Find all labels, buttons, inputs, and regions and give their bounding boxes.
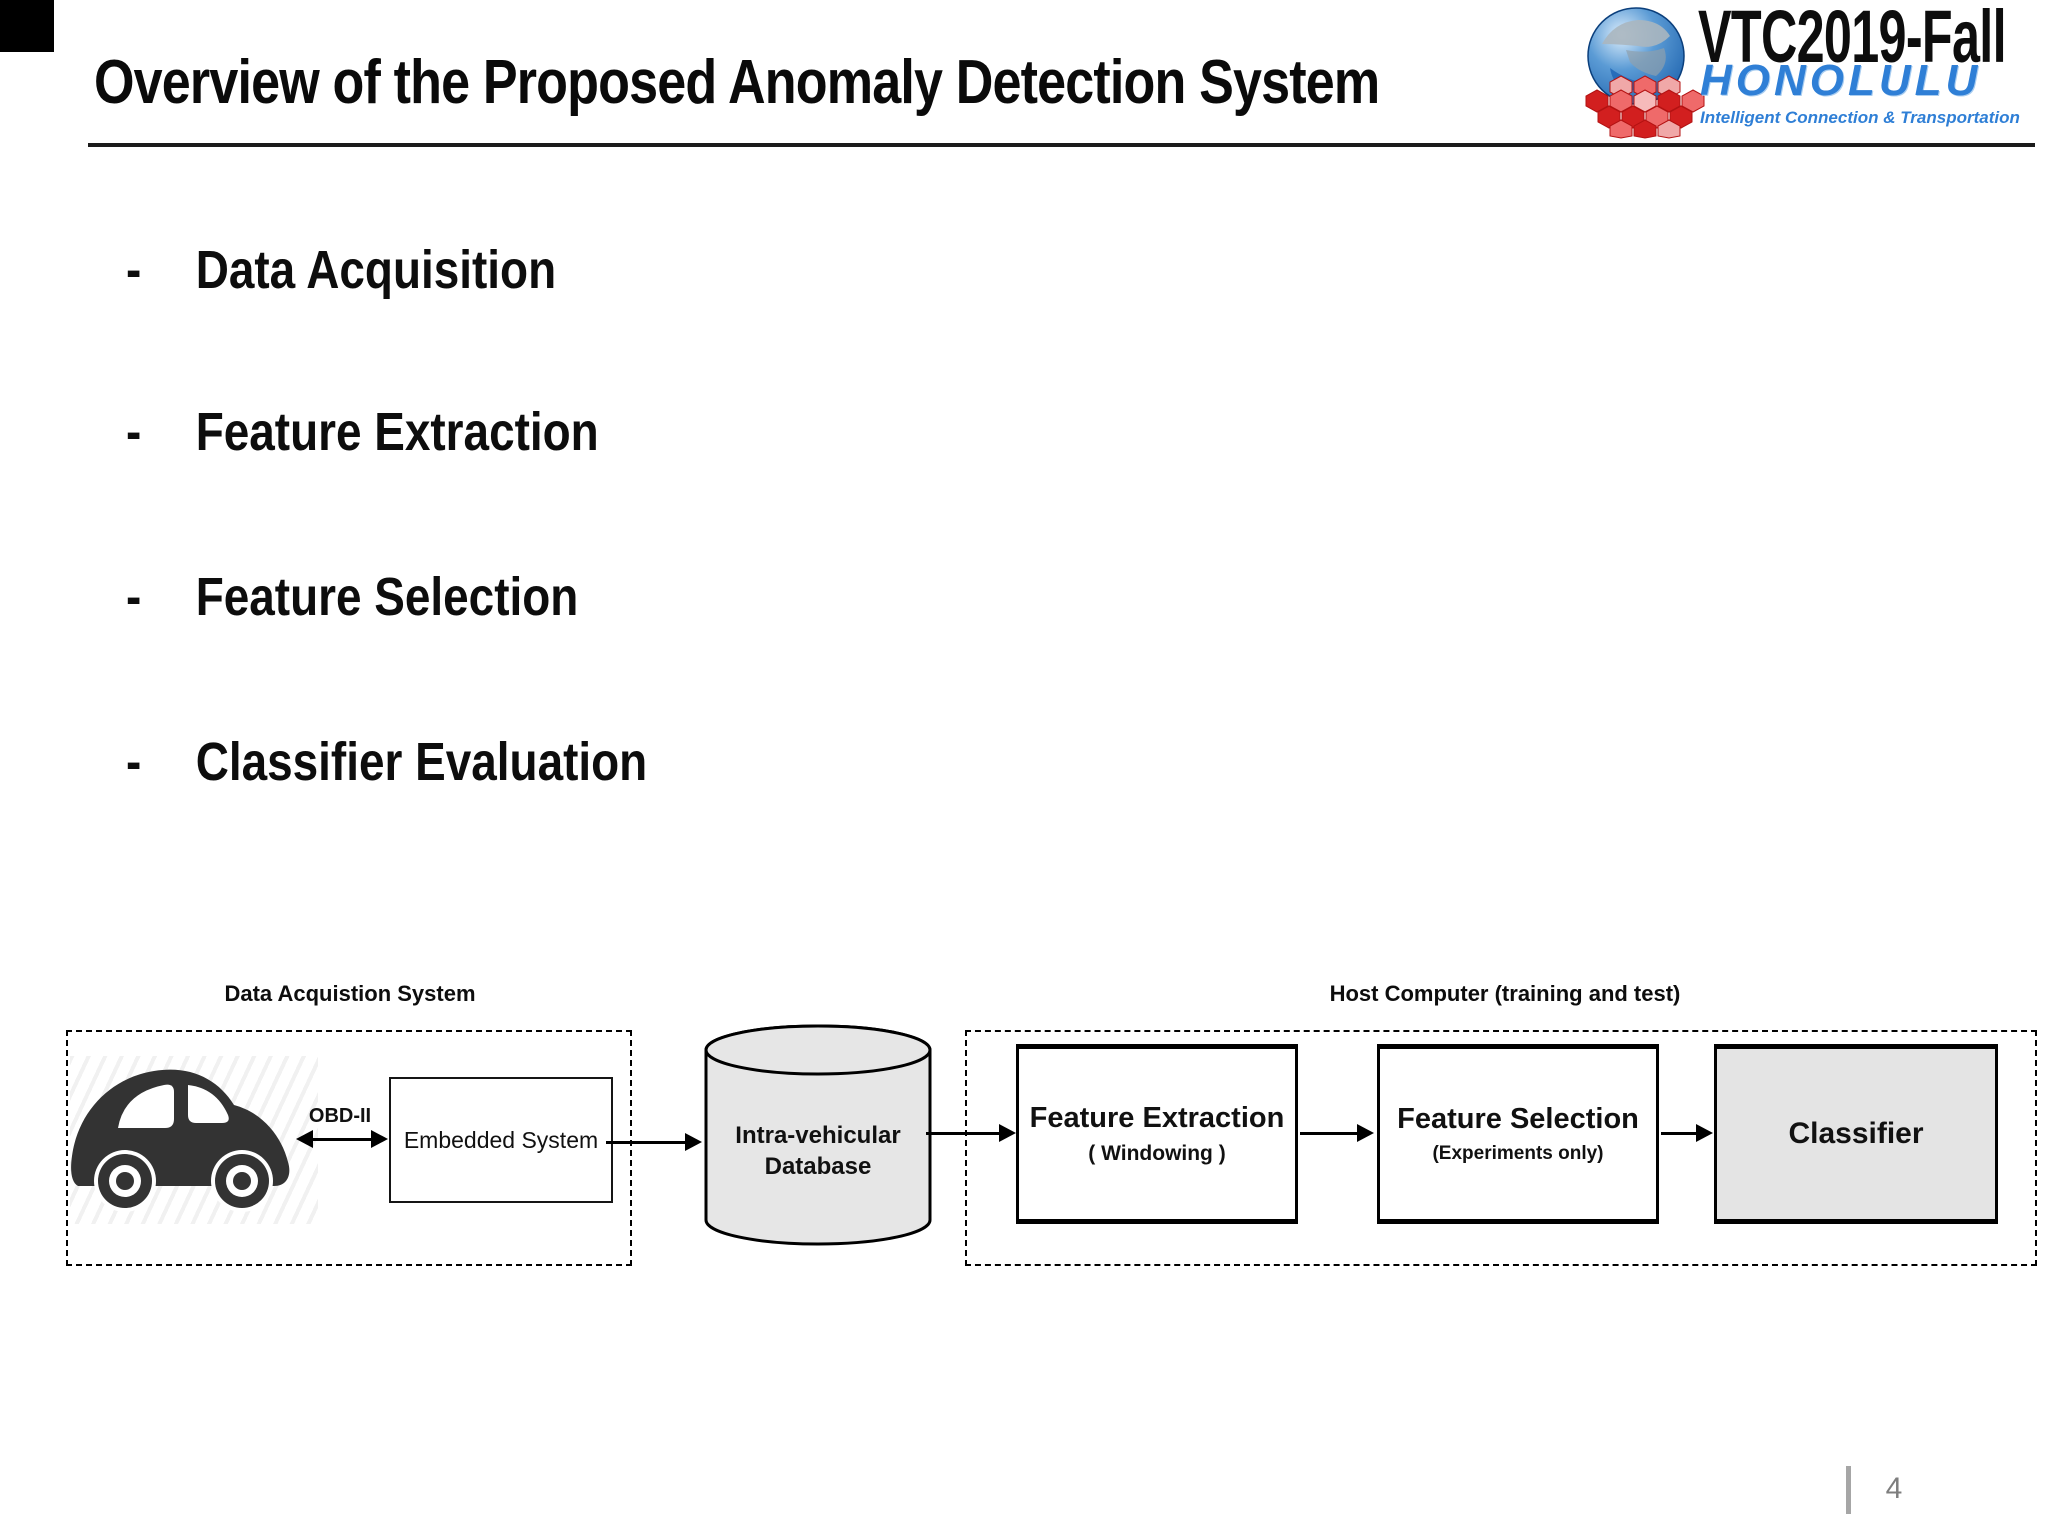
- obd-label: OBD-II: [308, 1105, 372, 1127]
- database-label: Intra-vehicular Database: [702, 1120, 934, 1182]
- logo-tagline: Intelligent Connection & Transportation: [1700, 108, 2020, 127]
- bullet-marker: -: [126, 732, 142, 792]
- footer-divider: [1846, 1466, 1851, 1514]
- data-acquisition-group-box: [66, 1030, 632, 1266]
- arrow-obd-line: [310, 1138, 374, 1141]
- corner-mark: [0, 0, 54, 52]
- conference-logo: VTC2019-Fall HONOLULU Intelligent Connec…: [1582, 0, 2048, 140]
- arrow-extraction-to-selection-head: [1357, 1124, 1374, 1142]
- feature-extraction-title: Feature Extraction: [1029, 1101, 1285, 1134]
- car-icon: [71, 1069, 290, 1212]
- feature-selection-box: Feature Selection (Experiments only): [1377, 1044, 1659, 1224]
- classifier-box: Classifier: [1714, 1044, 1998, 1224]
- bullet-label: Classifier Evaluation: [195, 732, 648, 792]
- feature-extraction-box: Feature Extraction ( Windowing ): [1016, 1044, 1298, 1224]
- database-label-line1: Intra-vehicular: [735, 1122, 901, 1149]
- database-cylinder-icon: [704, 1024, 932, 1246]
- feature-selection-subtitle: (Experiments only): [1432, 1143, 1604, 1165]
- bullet-label: Feature Extraction: [195, 402, 599, 462]
- arrow-extraction-to-selection-line: [1300, 1132, 1360, 1135]
- bullet-marker: -: [126, 402, 142, 462]
- bullet-marker: -: [126, 567, 142, 627]
- bullet-item: - Feature Extraction: [126, 402, 599, 462]
- feature-extraction-subtitle: ( Windowing ): [1088, 1142, 1226, 1166]
- arrow-obd-left-head: [296, 1130, 313, 1148]
- data-acquisition-group-label: Data Acquistion System: [224, 981, 476, 1006]
- host-computer-group-box: [965, 1030, 2037, 1266]
- host-computer-group-label: Host Computer (training and test): [1329, 981, 1681, 1006]
- arrow-database-to-extraction-head: [999, 1124, 1016, 1142]
- bullet-label: Feature Selection: [195, 567, 579, 627]
- bullet-label: Data Acquisition: [195, 240, 557, 300]
- bullet-item: - Classifier Evaluation: [126, 732, 648, 792]
- page-title: Overview of the Proposed Anomaly Detecti…: [94, 50, 1624, 115]
- logo-subtitle: HONOLULU: [1700, 56, 1982, 105]
- arrow-embedded-to-database-head: [685, 1133, 702, 1151]
- hexagon-network-icon: [1585, 75, 1705, 139]
- embedded-system-label: Embedded System: [403, 1126, 599, 1153]
- database-label-line2: Database: [764, 1153, 872, 1180]
- title-underline: [88, 143, 2035, 147]
- arrow-embedded-to-database-line: [606, 1141, 688, 1144]
- page-number: 4: [1885, 1472, 1903, 1505]
- bullet-marker: -: [126, 240, 142, 300]
- arrow-selection-to-classifier-head: [1696, 1124, 1713, 1142]
- bullet-item: - Data Acquisition: [126, 240, 557, 300]
- classifier-title: Classifier: [1788, 1116, 1924, 1150]
- embedded-system-box: Embedded System: [389, 1077, 613, 1203]
- arrow-database-to-extraction-line: [926, 1132, 1002, 1135]
- bullet-item: - Feature Selection: [126, 567, 579, 627]
- page-title-text: Overview of the Proposed Anomaly Detecti…: [94, 48, 1380, 117]
- feature-selection-title: Feature Selection: [1397, 1102, 1639, 1135]
- arrow-obd-right-head: [371, 1130, 388, 1148]
- logo-title: VTC2019-Fall: [1698, 0, 2007, 78]
- arrow-selection-to-classifier-line: [1661, 1132, 1699, 1135]
- globe-icon: [1587, 7, 1685, 105]
